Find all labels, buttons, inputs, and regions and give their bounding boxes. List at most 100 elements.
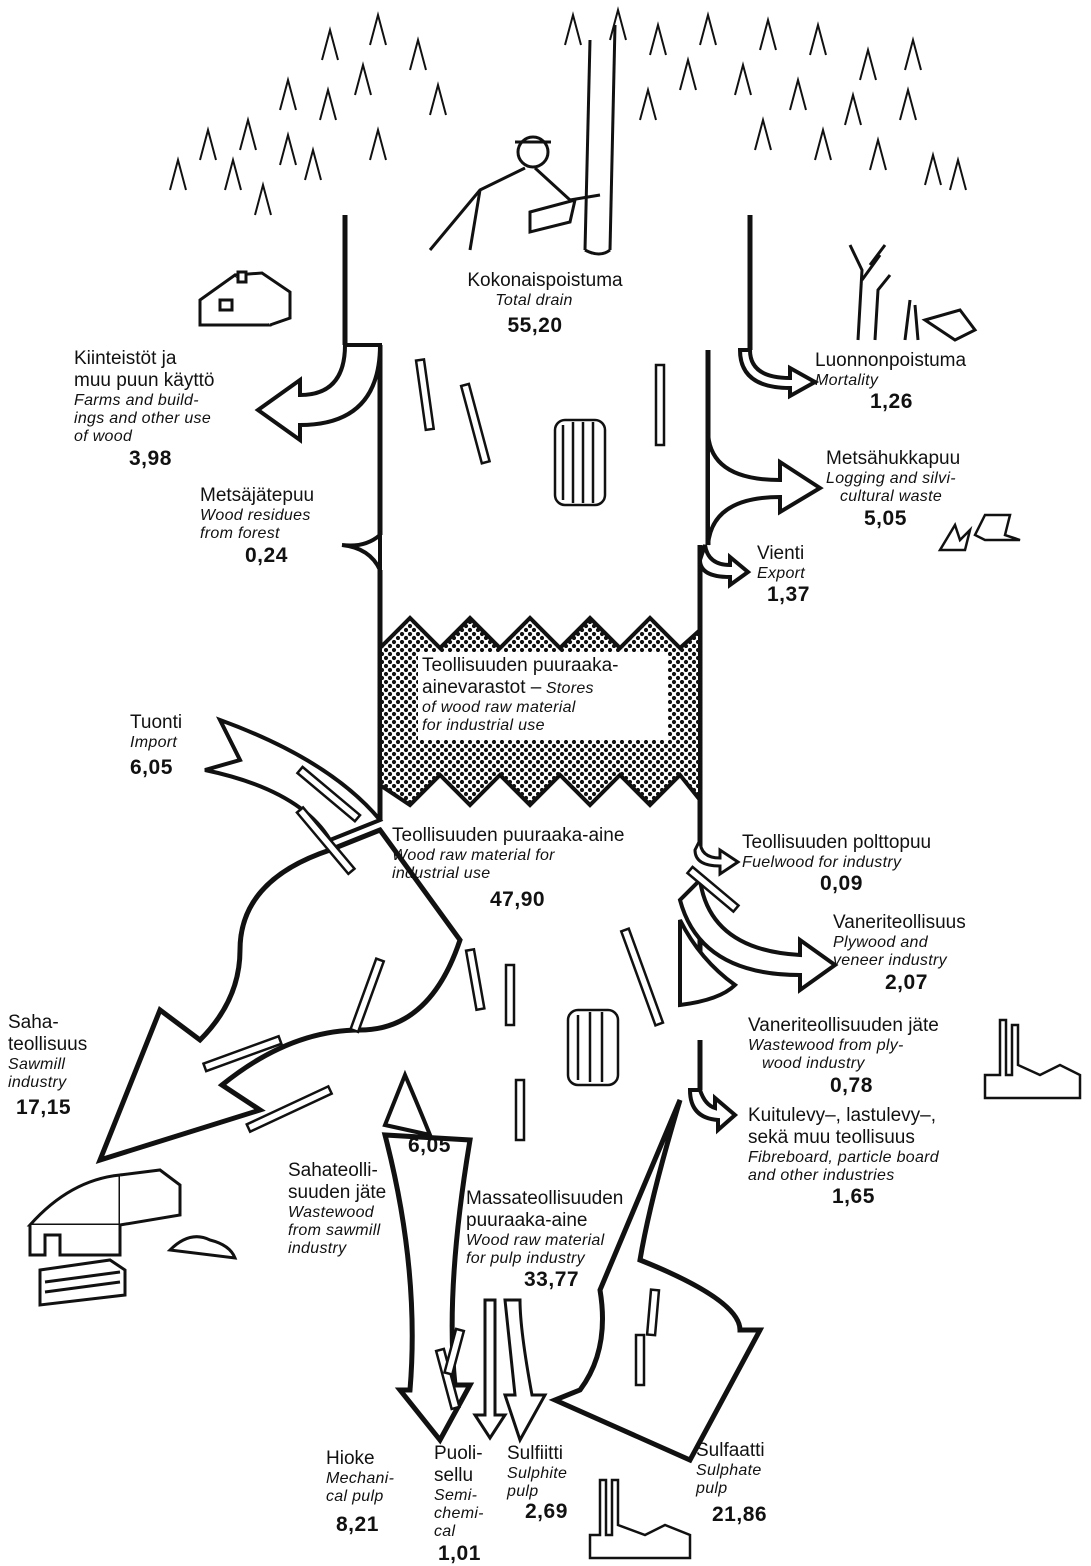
farms-value: 3,98 xyxy=(129,446,172,470)
sawmill-value: 17,15 xyxy=(16,1096,72,1120)
mechanical-value: 8,21 xyxy=(336,1512,379,1536)
mortality-en: Mortality xyxy=(815,371,879,389)
residues-label: Metsäjätepuu Wood residues from forest 0… xyxy=(200,485,314,568)
import-arrow xyxy=(204,716,384,843)
house-icon xyxy=(198,270,292,327)
sulphate-value: 21,86 xyxy=(712,1502,768,1526)
total-drain-en: Total drain xyxy=(495,291,573,309)
pulp-wood-en2: for pulp industry xyxy=(466,1250,585,1268)
industrial-wood-en2: industrial use xyxy=(392,865,491,883)
sawmill-waste-value-label: 6,05 xyxy=(408,1134,451,1158)
residues-arrow xyxy=(341,530,382,571)
fibreboard-fi2: sekä muu teollisuus xyxy=(748,1126,915,1148)
mortality-value: 1,26 xyxy=(870,390,913,414)
residues-en2: from forest xyxy=(200,525,280,543)
fuelwood-arrow xyxy=(693,839,741,877)
plywood-waste-value: 0,78 xyxy=(830,1073,873,1097)
industrial-wood-fi: Teollisuuden puuraaka-aine xyxy=(392,825,625,846)
export-arrow xyxy=(697,544,752,589)
plywood-fi: Vaneriteollisuus xyxy=(833,912,966,933)
plywood-waste-label: Vaneriteollisuuden jäte Wastewood from p… xyxy=(748,1015,939,1098)
sulphite-en2: pulp xyxy=(507,1483,539,1501)
industrial-wood-label: Teollisuuden puuraaka-aine Wood raw mate… xyxy=(392,825,624,912)
farms-label: Kiinteistöt ja muu puun käyttö Farms and… xyxy=(74,348,214,471)
logs-icon xyxy=(201,358,741,1411)
semichemical-value: 1,01 xyxy=(438,1541,481,1565)
plywood-waste-fi: Vaneriteollisuuden jäte xyxy=(748,1015,939,1036)
mortality-fi: Luonnonpoistuma xyxy=(815,350,967,371)
farms-en2: ings and other use xyxy=(74,410,212,428)
sulphate-arrow xyxy=(548,1099,765,1464)
plywood-en2: veneer industry xyxy=(833,952,947,970)
plywood-waste-arrow xyxy=(678,919,739,1008)
import-en: Import xyxy=(130,733,178,751)
sawmill-waste-value: 6,05 xyxy=(408,1134,451,1157)
fibreboard-arrow xyxy=(687,1088,739,1135)
sulphite-fi: Sulfiitti xyxy=(507,1443,563,1464)
residues-en1: Wood residues xyxy=(200,506,311,524)
logging-waste-label: Metsähukkapuu Logging and silvi- cultura… xyxy=(826,448,960,531)
stores-fi1: Teollisuuden puuraaka- xyxy=(422,655,619,676)
export-label: Vienti Export 1,37 xyxy=(757,543,810,607)
mechanical-en1: Mechani- xyxy=(326,1469,395,1487)
logging-waste-arrow xyxy=(706,429,824,546)
fuelwood-fi: Teollisuuden polttopuu xyxy=(742,832,932,853)
farms-en3: of wood xyxy=(74,428,133,446)
sulphate-label: Sulfaatti Sulphate pulp 21,86 xyxy=(696,1440,767,1527)
pulp-wood-en1: Wood raw material xyxy=(466,1231,605,1249)
mechanical-label: Hioke Mechani- cal pulp 8,21 xyxy=(326,1448,394,1537)
semichemical-fi1: Puoli- xyxy=(434,1443,483,1464)
fibreboard-en1: Fibreboard, particle board xyxy=(748,1148,940,1166)
sulphate-fi: Sulfaatti xyxy=(696,1440,765,1461)
semichemical-label: Puoli- sellu Semi- chemi- cal 1,01 xyxy=(434,1443,484,1566)
sulphite-arrow xyxy=(502,1298,548,1444)
export-value: 1,37 xyxy=(767,583,810,607)
plywood-en1: Plywood and xyxy=(833,933,928,951)
farms-en1: Farms and build- xyxy=(74,391,199,409)
sulphite-value: 2,69 xyxy=(525,1499,568,1523)
sulphate-en2: pulp xyxy=(696,1480,728,1498)
plywood-label: Vaneriteollisuus Plywood and veneer indu… xyxy=(833,912,966,995)
mortality-arrow xyxy=(737,348,820,400)
sawmill-arrow xyxy=(95,826,463,1164)
sawmill-waste-en2: from sawmill xyxy=(288,1222,381,1240)
semichemical-arrow xyxy=(472,1298,508,1441)
logging-waste-fi: Metsähukkapuu xyxy=(826,448,961,469)
plywood-value: 2,07 xyxy=(885,970,928,994)
fuelwood-en: Fuelwood for industry xyxy=(742,853,902,871)
sawmill-label: Saha- teollisuus Sawmill industry 17,15 xyxy=(8,1012,87,1121)
stores-label-box xyxy=(418,652,668,740)
pulp-wood-label: Massateollisuuden puuraaka-aine Wood raw… xyxy=(466,1188,623,1293)
sawmill-waste-arrow xyxy=(382,1069,434,1138)
sawmill-fi1: Saha- xyxy=(8,1012,59,1033)
pulp-wood-value: 33,77 xyxy=(524,1268,580,1292)
fibreboard-fi1: Kuitulevy–, lastulevy–, xyxy=(748,1105,936,1126)
stores-en1: Stores xyxy=(545,679,594,697)
fuelwood-label: Teollisuuden polttopuu Fuelwood for indu… xyxy=(742,832,931,896)
logger-icon xyxy=(428,24,617,256)
sawmill-fi2: teollisuus xyxy=(8,1033,88,1055)
farms-fi2: muu puun käyttö xyxy=(74,369,215,391)
sulphate-en1: Sulphate xyxy=(696,1461,762,1479)
plywood-arrow xyxy=(677,875,839,994)
sawmill-waste-en1: Wastewood xyxy=(288,1203,375,1221)
fibreboard-value: 1,65 xyxy=(832,1185,875,1209)
dead-trees-icon xyxy=(848,244,978,342)
mechanical-fi: Hioke xyxy=(326,1448,375,1469)
sawmill-waste-fi2: suuden jäte xyxy=(288,1181,387,1203)
industrial-wood-en1: Wood raw material for xyxy=(392,846,555,864)
fuelwood-value: 0,09 xyxy=(820,872,863,896)
mortality-label: Luonnonpoistuma Mortality 1,26 xyxy=(815,350,966,414)
semichemical-en3: cal xyxy=(434,1523,456,1541)
stores-en2: of wood raw material xyxy=(422,698,576,716)
total-drain-label: Kokonaispoistuma Total drain 55,20 xyxy=(420,270,670,338)
stores-label: Teollisuuden puuraaka- ainevarastot – St… xyxy=(422,655,618,735)
sawmill-waste-label: Sahateolli- suuden jäte Wastewood from s… xyxy=(288,1160,386,1259)
farms-fi1: Kiinteistöt ja xyxy=(74,348,177,369)
semichemical-fi2: sellu xyxy=(434,1464,474,1486)
stores-en3: for industrial use xyxy=(422,717,545,735)
export-fi: Vienti xyxy=(757,543,805,564)
total-drain-value: 55,20 xyxy=(507,314,563,338)
forest-icon xyxy=(169,6,967,216)
